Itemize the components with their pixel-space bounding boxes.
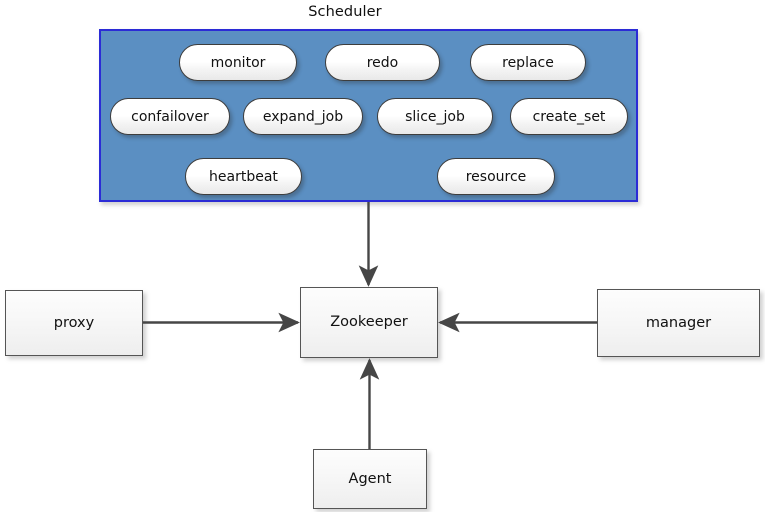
node-proxy[interactable]: proxy: [5, 290, 143, 356]
module-monitor[interactable]: monitor: [179, 44, 297, 81]
node-manager[interactable]: manager: [597, 289, 760, 357]
module-create-set[interactable]: create_set: [510, 98, 628, 135]
module-redo[interactable]: redo: [325, 44, 440, 81]
module-expand-job[interactable]: expand_job: [243, 98, 363, 135]
node-agent[interactable]: Agent: [313, 449, 427, 509]
node-zookeeper[interactable]: Zookeeper: [300, 287, 438, 358]
module-heartbeat[interactable]: heartbeat: [185, 158, 302, 195]
module-resource[interactable]: resource: [437, 158, 555, 195]
module-slice-job[interactable]: slice_job: [377, 98, 493, 135]
module-replace[interactable]: replace: [470, 44, 586, 81]
scheduler-group-title: Scheduler: [308, 4, 382, 20]
module-confailover[interactable]: confailover: [110, 98, 230, 135]
